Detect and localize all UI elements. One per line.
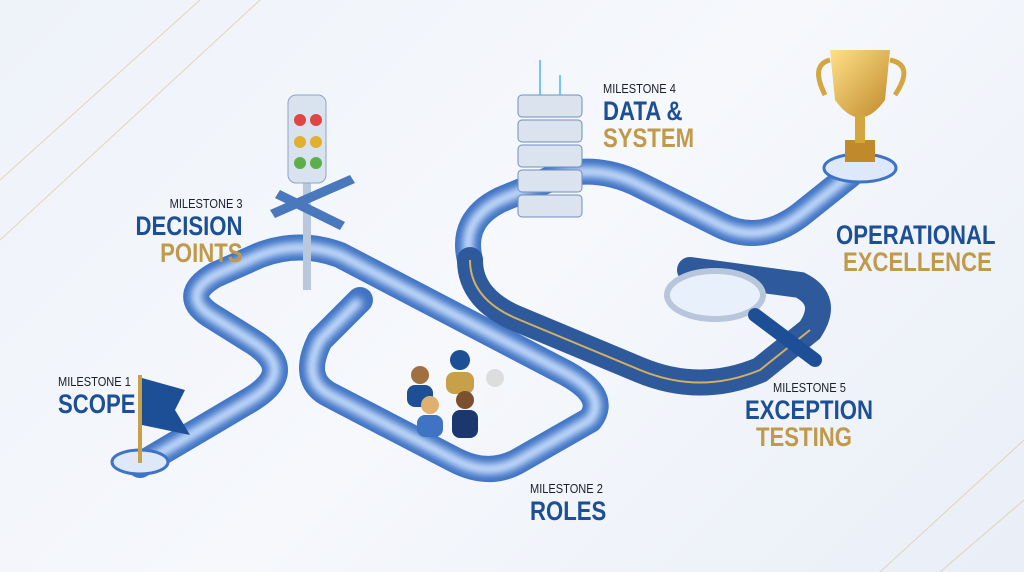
milestone-2-label: MILESTONE 2 ROLES (530, 482, 623, 525)
milestone-title-line2: TESTING (756, 422, 852, 452)
server-stack-icon (517, 60, 583, 218)
road (127, 158, 863, 482)
traffic-light-icon (270, 94, 355, 290)
milestone-5-label: MILESTONE 5 EXCEPTION TESTING (745, 381, 901, 451)
milestone-title: EXCEPTION (745, 395, 873, 425)
milestone-4-label: MILESTONE 4 DATA & SYSTEM (603, 82, 714, 152)
milestone-title-line2: SYSTEM (603, 123, 695, 153)
trophy-icon (816, 50, 907, 184)
goal-label: OPERATIONAL EXCELLENCE (836, 222, 1024, 276)
goal-title: OPERATIONAL (836, 220, 996, 250)
milestone-title: DATA & (603, 96, 683, 126)
milestone-kicker: MILESTONE 5 (773, 380, 846, 395)
flag-icon (110, 375, 190, 476)
milestone-kicker: MILESTONE 3 (170, 196, 243, 211)
milestone-title: ROLES (530, 496, 607, 526)
milestone-kicker: MILESTONE 4 (603, 81, 676, 96)
magnifying-glass-icon (664, 268, 822, 367)
milestone-title-line2: POINTS (160, 238, 243, 268)
milestone-title: SCOPE (58, 389, 136, 419)
milestone-kicker: MILESTONE 2 (530, 481, 603, 496)
milestone-1-label: MILESTONE 1 SCOPE (58, 375, 153, 418)
goal-title-line2: EXCELLENCE (843, 247, 992, 277)
milestone-3-label: MILESTONE 3 DECISION POINTS (112, 197, 243, 267)
people-group-icon (407, 350, 508, 438)
milestone-title: DECISION (135, 211, 243, 241)
milestone-kicker: MILESTONE 1 (58, 374, 131, 389)
